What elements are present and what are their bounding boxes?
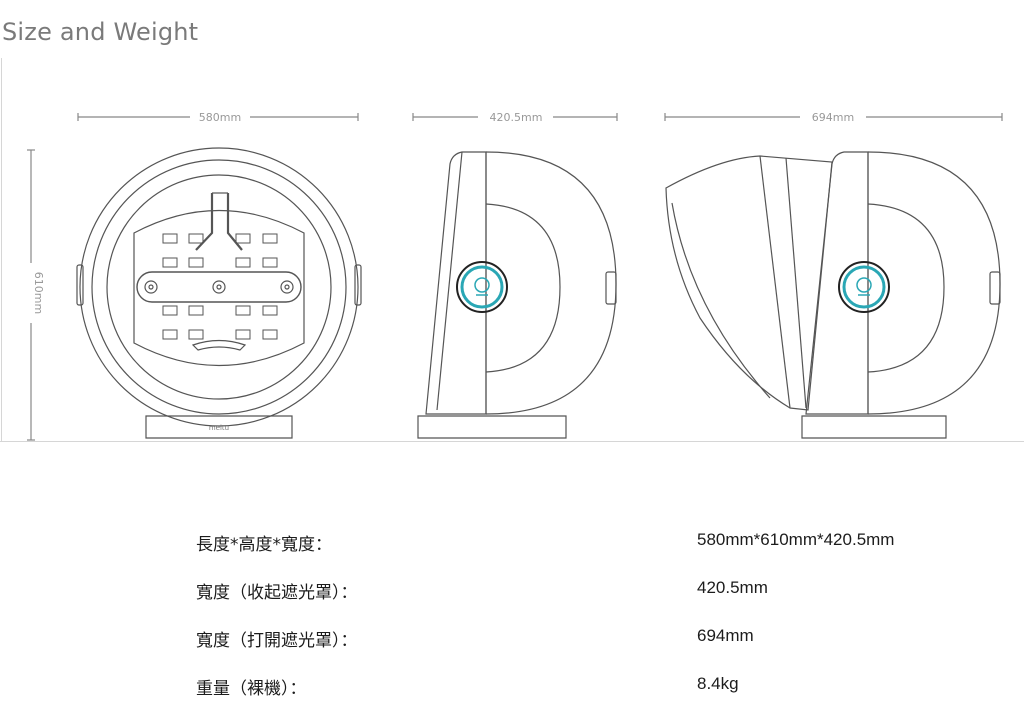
spec-label: 寬度（打開遮光罩）： bbox=[196, 631, 358, 651]
spec-value: 420.5mm bbox=[697, 578, 768, 597]
led-grid bbox=[162, 233, 278, 340]
spec-value: 694mm bbox=[697, 626, 754, 645]
spec-value: 8.4kg bbox=[697, 674, 739, 693]
dimension-front-width-label: 580mm bbox=[199, 111, 241, 124]
product-drawing-panel: 580mm 610mm 420.5mm bbox=[0, 58, 1024, 442]
dimension-depth-open: 694mm bbox=[664, 111, 1003, 124]
spec-row: 重量（裸機）： 8.4kg bbox=[0, 674, 1024, 704]
spec-label: 重量（裸機）： bbox=[196, 679, 307, 699]
dimension-depth-closed: 420.5mm bbox=[412, 111, 618, 124]
front-view-device: meitu bbox=[76, 147, 362, 439]
spec-label: 長度*高度*寬度： bbox=[196, 535, 332, 555]
technical-drawing: 580mm 610mm 420.5mm bbox=[27, 111, 1003, 441]
page-title: Size and Weight bbox=[2, 18, 199, 46]
side-view-closed-device bbox=[417, 151, 617, 439]
spec-row: 長度*高度*寬度： 580mm*610mm*420.5mm bbox=[0, 530, 1024, 560]
brand-logo-text: meitu bbox=[209, 424, 229, 432]
spec-row: 寬度（打開遮光罩）： 694mm bbox=[0, 626, 1024, 656]
dimension-height: 610mm bbox=[27, 149, 45, 441]
panel-divider-bottom bbox=[0, 441, 1024, 442]
spec-label: 寬度（收起遮光罩）： bbox=[196, 583, 358, 603]
dimension-height-label: 610mm bbox=[32, 272, 45, 314]
spec-row: 寬度（收起遮光罩）： 420.5mm bbox=[0, 578, 1024, 608]
dimension-depth-open-label: 694mm bbox=[812, 111, 854, 124]
panel-divider-left bbox=[1, 58, 2, 442]
dimension-depth-closed-label: 420.5mm bbox=[490, 111, 543, 124]
dimension-front-width: 580mm bbox=[77, 111, 359, 124]
side-view-open-device bbox=[665, 151, 1001, 439]
spec-value: 580mm*610mm*420.5mm bbox=[697, 530, 895, 549]
